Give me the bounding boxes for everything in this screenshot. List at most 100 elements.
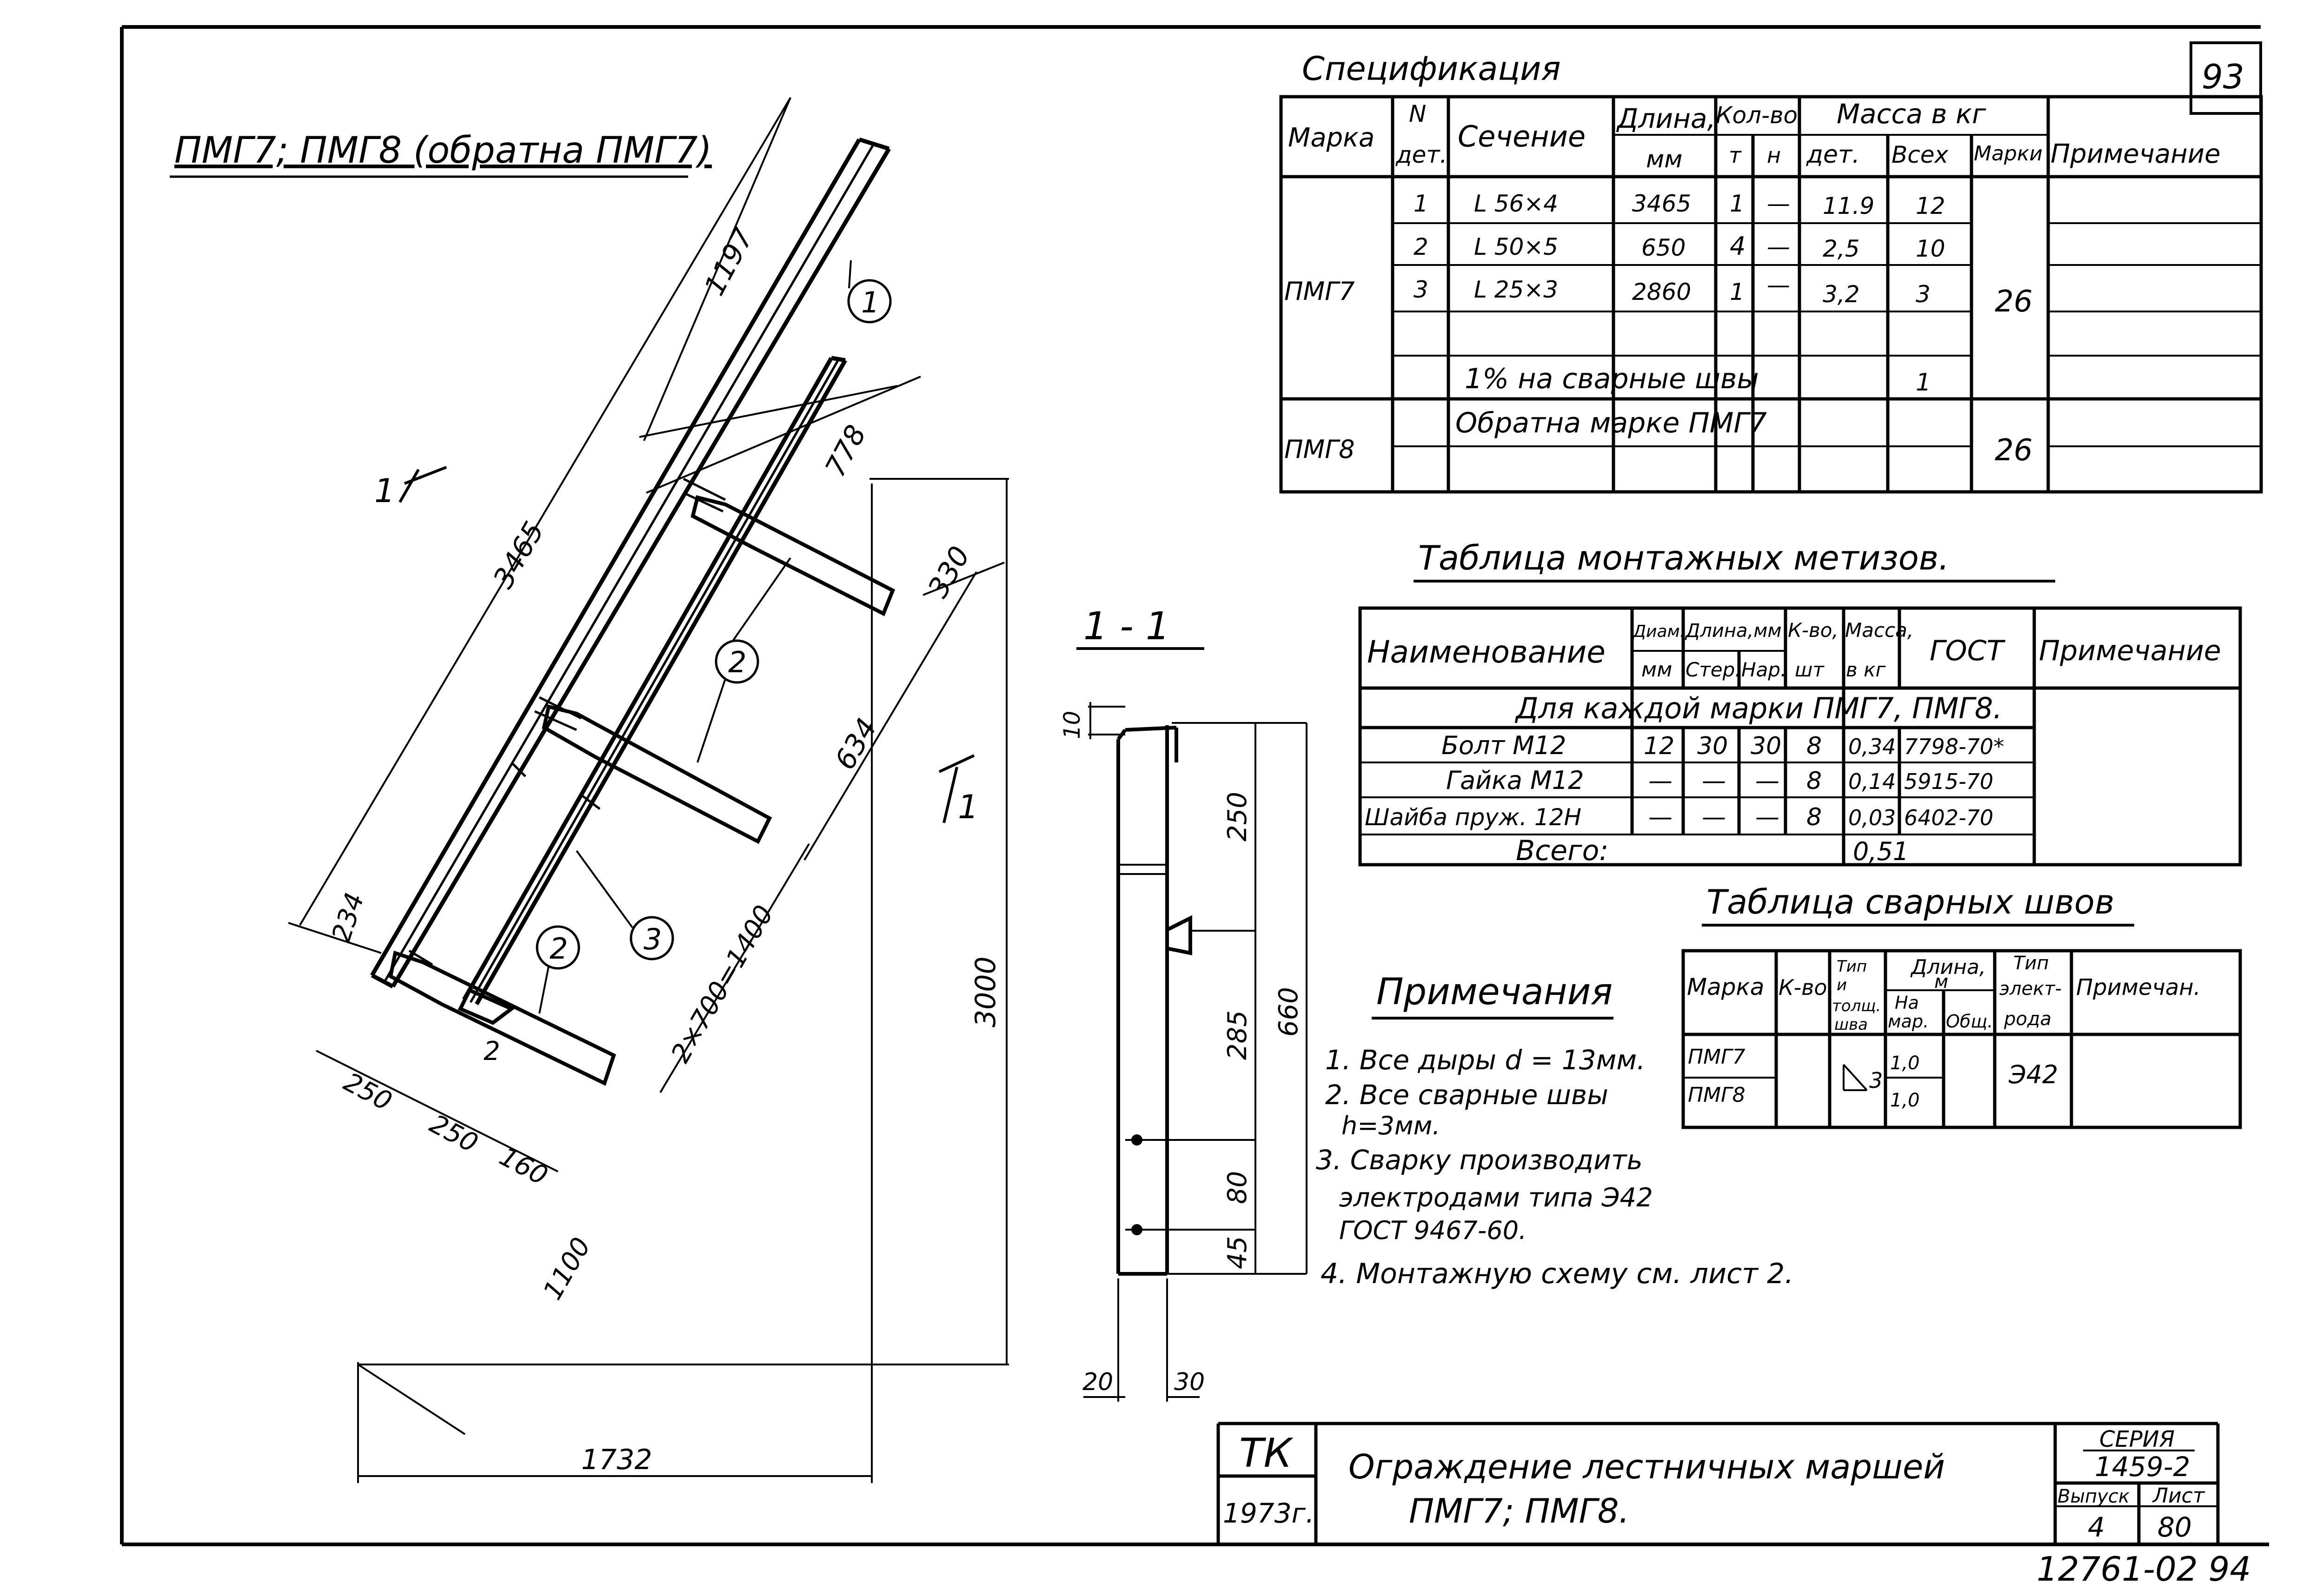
svg-text:—: — bbox=[1755, 767, 1779, 795]
spec-h-no1: N bbox=[1409, 100, 1426, 127]
hw-h-mass1: Масса, bbox=[1845, 619, 1913, 642]
welds-title: Таблица сварных швов bbox=[1706, 882, 2114, 921]
svg-text:2: 2 bbox=[1414, 233, 1428, 260]
sec-dim-20: 20 bbox=[1082, 1368, 1113, 1396]
svg-text:4: 4 bbox=[1730, 232, 1746, 261]
hw-h-len-rod: Стер. bbox=[1686, 658, 1741, 681]
dim-634: 634 bbox=[829, 713, 883, 775]
welds-h-type2: и bbox=[1837, 976, 1847, 994]
svg-text:2,5: 2,5 bbox=[1823, 235, 1860, 262]
tb-issue-label: Выпуск bbox=[2057, 1486, 2130, 1507]
welds-len-2: 1,0 bbox=[1890, 1090, 1920, 1111]
svg-text:L 56×4: L 56×4 bbox=[1474, 190, 1558, 217]
cut-mark-label: 1 bbox=[374, 472, 395, 510]
dim-1732: 1732 bbox=[581, 1444, 652, 1476]
spec-row-2: 2 L 50×5 650 4 — 2,5 10 bbox=[1414, 232, 1945, 262]
main-dims: 1197 3465 778 330 634 234 2×700=1400 300… bbox=[326, 223, 1002, 1476]
section-view: 1 - 1 bbox=[1059, 604, 1307, 1402]
svg-text:0,03: 0,03 bbox=[1848, 805, 1896, 830]
hw-h-name: Наименование bbox=[1367, 634, 1606, 670]
angle-1 bbox=[370, 137, 891, 988]
welds-h-note: Примечан. bbox=[2076, 974, 2201, 1000]
note-2b: h=3мм. bbox=[1341, 1111, 1440, 1140]
note-2: 2. Все сварные швы bbox=[1325, 1079, 1608, 1111]
welds-h-qty: К-во bbox=[1779, 975, 1827, 1000]
hw-row-1: Болт М12 12 30 30 8 0,34 7798-70* bbox=[1441, 731, 2004, 760]
svg-text:8: 8 bbox=[1806, 767, 1822, 795]
sec-dim-660: 660 bbox=[1274, 987, 1304, 1037]
svg-text:—: — bbox=[1767, 272, 1790, 298]
notes: Примечания 1. Все дыры d = 13мм. 2. Все … bbox=[1316, 971, 1793, 1290]
welds-len-1: 1,0 bbox=[1890, 1053, 1920, 1074]
sec-dim-80: 80 bbox=[1222, 1171, 1253, 1204]
dim-160: 160 bbox=[494, 1141, 552, 1192]
callout-2b: 2 bbox=[536, 925, 580, 1014]
callout-2b-label: 2 bbox=[550, 932, 568, 966]
spec-h-mass-mark: Марки bbox=[1974, 142, 2043, 166]
tb-issue: 4 bbox=[2088, 1511, 2105, 1543]
hw-h-len-thread: Нар. bbox=[1741, 658, 1786, 681]
sec-dim-45: 45 bbox=[1222, 1236, 1253, 1269]
dim-1100: 1100 bbox=[538, 1232, 597, 1305]
welds-h-el2: элект- bbox=[1999, 978, 2062, 1000]
posts bbox=[388, 495, 896, 1086]
welds-h-lenon2: мар. bbox=[1888, 1011, 1929, 1032]
hw-total-label: Всего: bbox=[1516, 834, 1609, 867]
hw-h-note: Примечание bbox=[2039, 635, 2221, 667]
hw-h-qty2: шт bbox=[1795, 658, 1825, 681]
spec-row-1: 1 L 56×4 3465 1 — 11.9 12 bbox=[1414, 190, 1945, 219]
svg-text:3: 3 bbox=[1414, 276, 1428, 303]
welds-h-mark: Марка bbox=[1687, 973, 1764, 1000]
welds-h-el1: Тип bbox=[2013, 953, 2049, 974]
sheet-frame bbox=[120, 25, 2269, 1546]
spec-h-qty: Кол-во bbox=[1716, 102, 1798, 129]
spec-h-mass: Масса в кг bbox=[1837, 98, 1986, 130]
svg-text:3465: 3465 bbox=[1632, 190, 1691, 217]
svg-text:6402-70: 6402-70 bbox=[1904, 805, 1993, 830]
svg-text:1: 1 bbox=[1414, 190, 1428, 217]
spec-mark-pmg8: ПМГ8 bbox=[1284, 435, 1355, 464]
tb-sheet-label: Лист bbox=[2152, 1484, 2205, 1508]
svg-text:—: — bbox=[1767, 190, 1790, 217]
weld-mark-label: 2 bbox=[484, 1036, 500, 1066]
welds-h-type3: толщ. bbox=[1832, 997, 1881, 1015]
dimension-lines bbox=[288, 97, 1009, 1483]
welds-h-el3: рода bbox=[2004, 1008, 2051, 1030]
hw-row-3: Шайба пруж. 12Н — — — 8 0,03 6402-70 bbox=[1365, 803, 1993, 831]
corner-stamp: 12761-02 94 bbox=[2037, 1550, 2251, 1589]
svg-text:—: — bbox=[1648, 767, 1672, 795]
angle-3 bbox=[462, 356, 847, 1006]
tb-title-1: Ограждение лестничных маршей bbox=[1348, 1447, 1945, 1486]
svg-text:10: 10 bbox=[1916, 235, 1945, 262]
callout-3-label: 3 bbox=[644, 922, 662, 956]
svg-text:0,34: 0,34 bbox=[1848, 734, 1896, 759]
hw-total-value: 0,51 bbox=[1853, 837, 1909, 866]
hw-h-diam2: мм bbox=[1641, 658, 1672, 682]
note-4: 4. Монтажную схему см. лист 2. bbox=[1321, 1258, 1793, 1290]
dim-1400: 2×700=1400 bbox=[665, 900, 780, 1068]
hw-h-mass2: в кг bbox=[1846, 658, 1886, 681]
welds-mark-2: ПМГ8 bbox=[1688, 1083, 1746, 1107]
spec-mark-pmg7: ПМГ7 bbox=[1284, 277, 1355, 306]
svg-text:—: — bbox=[1767, 233, 1790, 260]
welds-h-lentotal: Общ. bbox=[1946, 1011, 1993, 1032]
hw-row-2: Гайка М12 — — — 8 0,14 5915-70 bbox=[1446, 766, 1993, 795]
cut-mark-label-right: 1 bbox=[958, 788, 979, 826]
spec-h-section: Сечение bbox=[1458, 119, 1586, 153]
drawing-title: ПМГ7; ПМГ8 (обратна ПМГ7) bbox=[174, 130, 712, 172]
svg-text:12: 12 bbox=[1916, 192, 1945, 219]
spec-h-qty-n: н bbox=[1767, 143, 1781, 168]
hardware-title: Таблица монтажных метизов. bbox=[1418, 538, 1949, 577]
svg-text:L 25×3: L 25×3 bbox=[1474, 276, 1558, 303]
spec-h-mass-part: дет. bbox=[1806, 141, 1860, 169]
spec-h-len2: мм bbox=[1646, 146, 1682, 173]
spec-h-len1: Длина, bbox=[1616, 103, 1716, 134]
svg-text:30: 30 bbox=[1751, 732, 1781, 760]
svg-text:Болт М12: Болт М12 bbox=[1441, 731, 1566, 760]
svg-text:8: 8 bbox=[1806, 803, 1822, 831]
tb-series: 1459-2 bbox=[2095, 1451, 2190, 1483]
svg-text:—: — bbox=[1648, 803, 1672, 831]
svg-text:11.9: 11.9 bbox=[1823, 192, 1874, 219]
svg-text:650: 650 bbox=[1641, 234, 1686, 261]
